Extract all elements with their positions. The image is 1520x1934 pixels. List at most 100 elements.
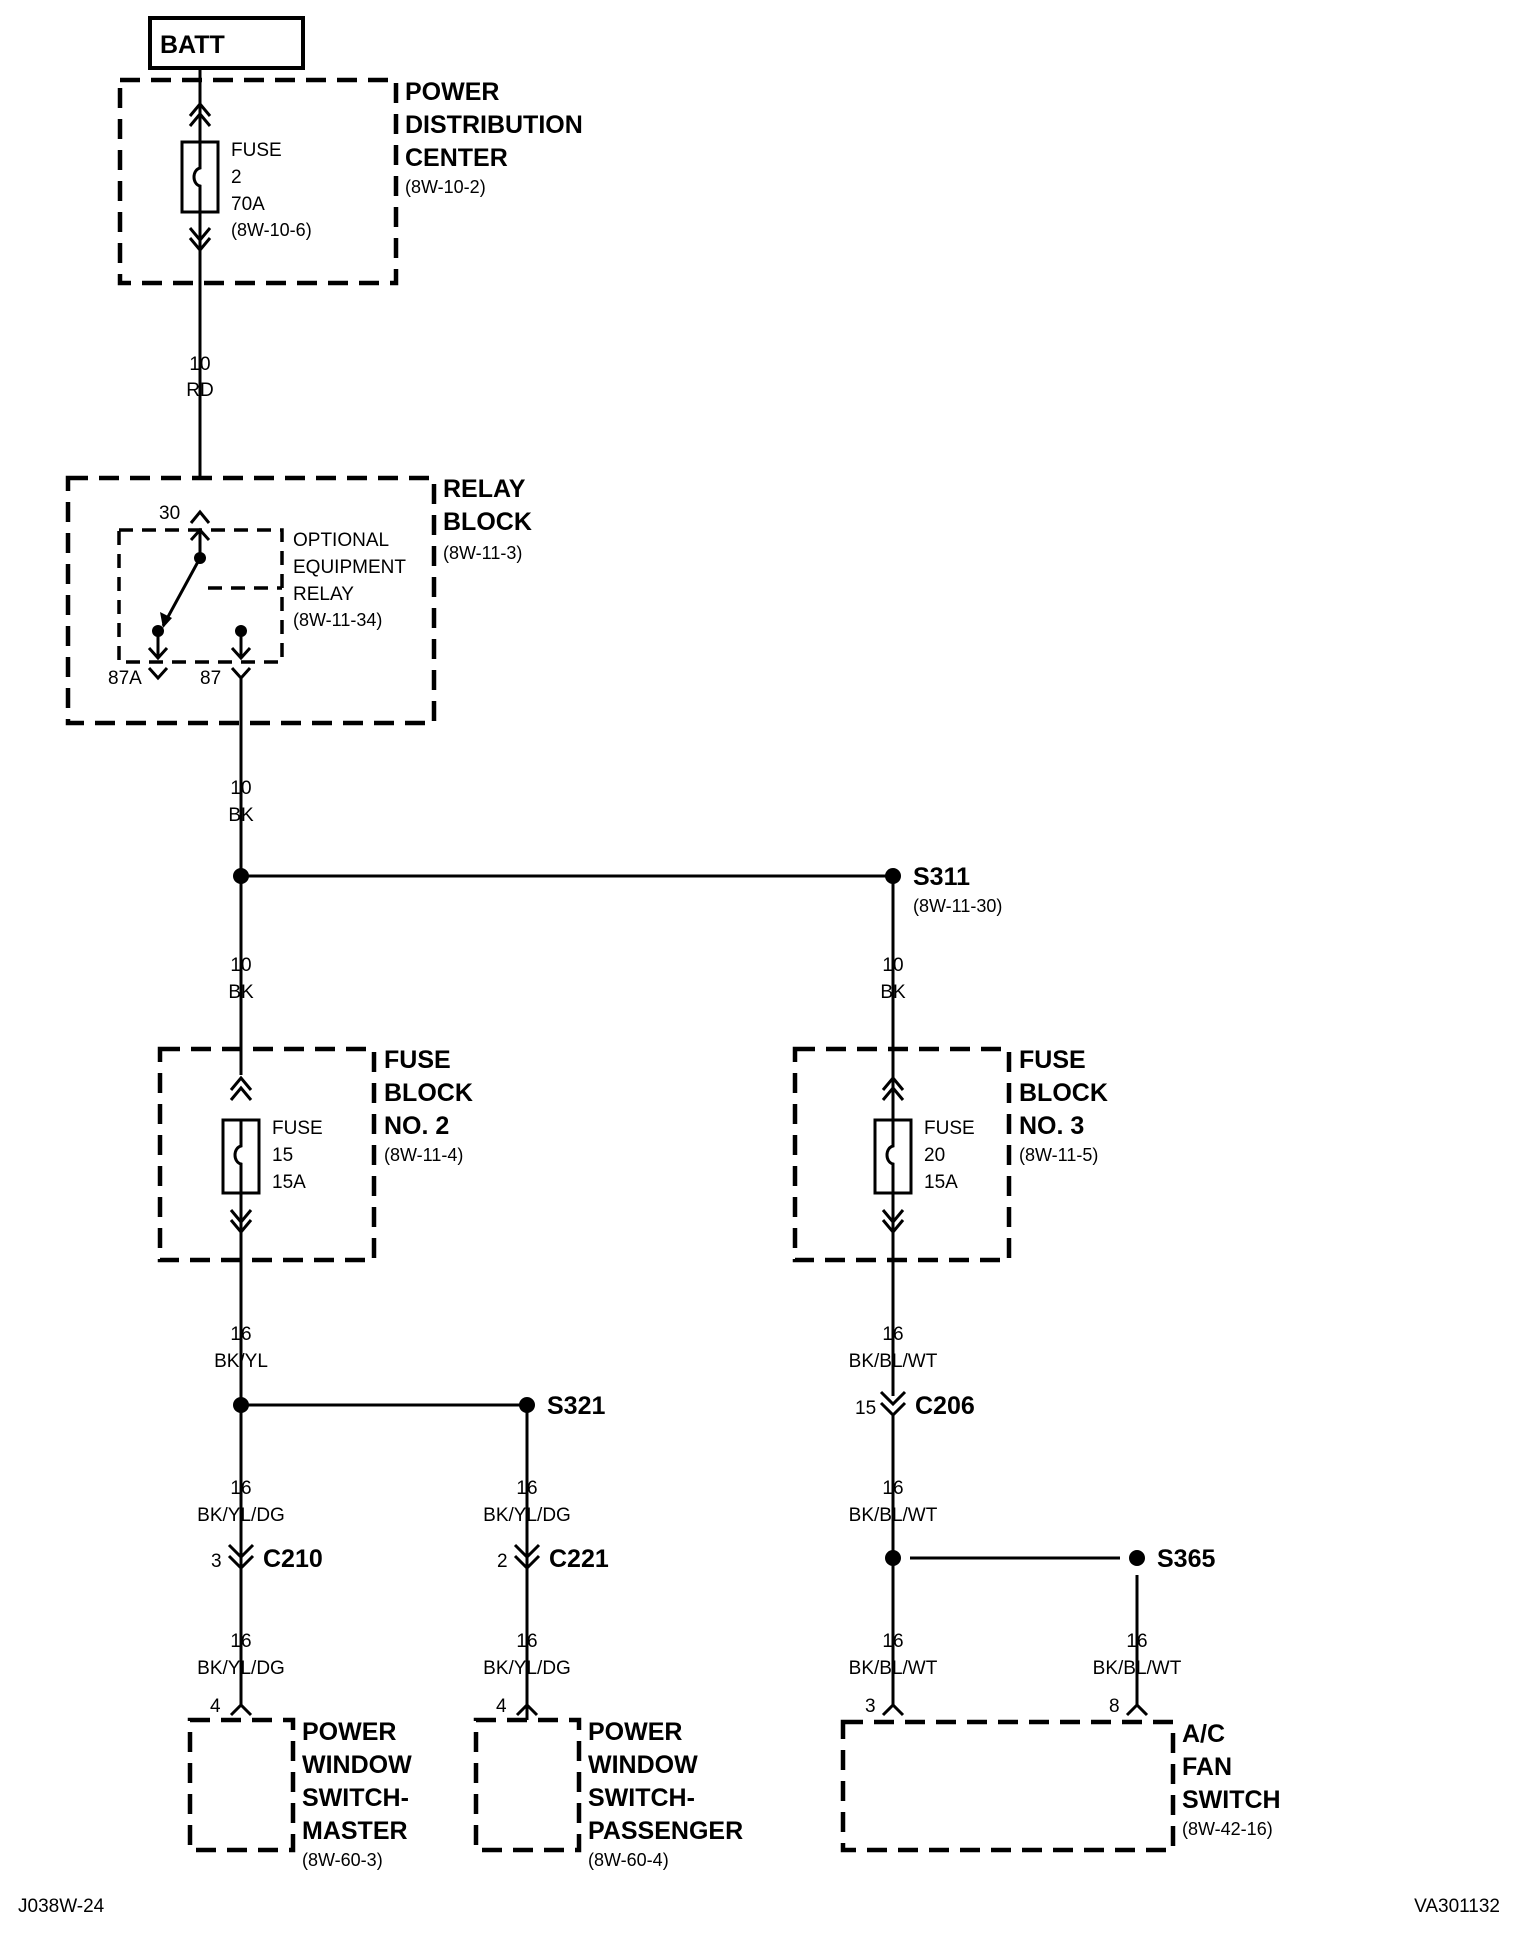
c206-label: C206 bbox=[915, 1392, 975, 1420]
batt-box bbox=[148, 16, 305, 70]
c210-pin: 3 bbox=[211, 1551, 222, 1572]
pdc-fuse-label: FUSE bbox=[231, 140, 282, 161]
pw-passenger-pin: 4 bbox=[496, 1696, 507, 1717]
pdc-fuse-ref: (8W-10-6) bbox=[231, 220, 312, 240]
relay-ref: (8W-11-34) bbox=[293, 610, 382, 630]
c221-label: C221 bbox=[549, 1545, 609, 1573]
wire-c206-out-gauge: 16 bbox=[882, 1478, 903, 1499]
fb2-fuse-number: 15 bbox=[272, 1145, 293, 1166]
pdc-fuse-in-arrow bbox=[188, 101, 212, 127]
fb3-fuse-rating: 15A bbox=[924, 1172, 958, 1193]
fb3-name-2: BLOCK bbox=[1019, 1079, 1108, 1107]
wire-fb3-out-color: BK/BL/WT bbox=[849, 1351, 938, 1372]
arrow-87a-out bbox=[147, 646, 169, 661]
pw-master-name-3: SWITCH- bbox=[302, 1784, 409, 1812]
pin-87-connector bbox=[230, 666, 252, 681]
pw-master-pin: 4 bbox=[210, 1696, 221, 1717]
pdc-fuse-element bbox=[192, 142, 202, 212]
pw-passenger-name-1: POWER bbox=[588, 1718, 682, 1746]
s311-ref: (8W-11-30) bbox=[913, 896, 1002, 916]
relay-name-2: EQUIPMENT bbox=[293, 557, 406, 578]
fb2-fuse-label: FUSE bbox=[272, 1118, 323, 1139]
batt-label: BATT bbox=[160, 31, 225, 59]
wire-c210-out-gauge: 16 bbox=[230, 1631, 251, 1652]
wire-c206-out-color: BK/BL/WT bbox=[849, 1505, 938, 1526]
fb3-name-3: NO. 3 bbox=[1019, 1112, 1084, 1140]
ac-fan-pin-8-connector bbox=[1125, 1702, 1149, 1717]
pin-30-connector bbox=[189, 509, 211, 524]
fuse-block-3-box bbox=[792, 1046, 1012, 1263]
fb2-name-2: BLOCK bbox=[384, 1079, 473, 1107]
fuse-block-2-box bbox=[157, 1046, 377, 1263]
pw-master-ref: (8W-60-3) bbox=[302, 1850, 383, 1870]
fb2-fuse-out-arrow bbox=[229, 1209, 253, 1235]
pin-87a-label: 87A bbox=[108, 668, 142, 689]
wire-87-color: BK bbox=[228, 805, 254, 826]
pw-master-name-1: POWER bbox=[302, 1718, 396, 1746]
pw-master-box bbox=[187, 1717, 296, 1853]
fb3-fuse-in-arrow bbox=[881, 1075, 905, 1101]
wire-label-gauge: 10 bbox=[189, 354, 210, 375]
pdc-name-3: CENTER bbox=[405, 144, 508, 172]
wire-s321-left-gauge: 16 bbox=[230, 1478, 251, 1499]
wire-s321-right-color: BK/YL/DG bbox=[483, 1505, 571, 1526]
pw-passenger-name-3: SWITCH- bbox=[588, 1784, 695, 1812]
pw-master-pin-connector bbox=[229, 1702, 253, 1717]
fb2-fuse-rating: 15A bbox=[272, 1172, 306, 1193]
s365-label: S365 bbox=[1157, 1545, 1215, 1573]
wire-87-gauge: 10 bbox=[230, 778, 251, 799]
ac-fan-name-3: SWITCH bbox=[1182, 1786, 1281, 1814]
c210-label: C210 bbox=[263, 1545, 323, 1573]
fb3-fuse-label: FUSE bbox=[924, 1118, 975, 1139]
pdc-fuse-out-arrow bbox=[188, 227, 212, 253]
relay-block-name-1: RELAY bbox=[443, 475, 526, 503]
c221-pin: 2 bbox=[497, 1551, 508, 1572]
fb3-fuse-out-arrow bbox=[881, 1209, 905, 1235]
wire-c221-out-color: BK/YL/DG bbox=[483, 1658, 571, 1679]
pw-passenger-name-2: WINDOW bbox=[588, 1751, 698, 1779]
pin-87a-connector bbox=[147, 666, 169, 681]
wire-s321-left-color: BK/YL/DG bbox=[197, 1505, 285, 1526]
wire-fb3-in-gauge: 10 bbox=[882, 955, 903, 976]
wire-fb2-out-gauge: 16 bbox=[230, 1324, 251, 1345]
pdc-fuse-number: 2 bbox=[231, 167, 242, 188]
c221-connector-symbol bbox=[513, 1543, 541, 1571]
fb3-ref: (8W-11-5) bbox=[1019, 1145, 1098, 1165]
pw-passenger-pin-connector bbox=[515, 1702, 539, 1717]
fb3-fuse-number: 20 bbox=[924, 1145, 945, 1166]
relay-block-name-2: BLOCK bbox=[443, 508, 532, 536]
ac-fan-pin-8: 8 bbox=[1109, 1696, 1120, 1717]
wire-fb3-in-color: BK bbox=[880, 982, 906, 1003]
pw-passenger-name-4: PASSENGER bbox=[588, 1817, 743, 1845]
wire-s321-right-gauge: 16 bbox=[516, 1478, 537, 1499]
arrow-87-out bbox=[230, 646, 252, 661]
footer-left-code: J038W-24 bbox=[18, 1896, 105, 1917]
pdc-name-1: POWER bbox=[405, 78, 499, 106]
wire-s365-right-color: BK/BL/WT bbox=[1093, 1658, 1182, 1679]
wire-s365-right-gauge: 16 bbox=[1126, 1631, 1147, 1652]
relay-switch-arm bbox=[161, 557, 202, 627]
relay-name-3: RELAY bbox=[293, 584, 354, 605]
pw-passenger-box bbox=[473, 1717, 582, 1853]
pw-master-name-4: MASTER bbox=[302, 1817, 408, 1845]
ac-fan-box bbox=[840, 1719, 1176, 1853]
fb3-name-1: FUSE bbox=[1019, 1046, 1086, 1074]
pw-master-name-2: WINDOW bbox=[302, 1751, 412, 1779]
wire-c221-out-gauge: 16 bbox=[516, 1631, 537, 1652]
relay-name-1: OPTIONAL bbox=[293, 530, 389, 551]
fb3-fuse-element bbox=[885, 1120, 895, 1193]
s321-label: S321 bbox=[547, 1392, 605, 1420]
wire-s365-left-color: BK/BL/WT bbox=[849, 1658, 938, 1679]
pin-30-label: 30 bbox=[159, 503, 180, 524]
ac-fan-name-2: FAN bbox=[1182, 1753, 1232, 1781]
fb2-ref: (8W-11-4) bbox=[384, 1145, 463, 1165]
fb2-name-3: NO. 2 bbox=[384, 1112, 449, 1140]
wire-fb2-in-gauge: 10 bbox=[230, 955, 251, 976]
pdc-name-2: DISTRIBUTION bbox=[405, 111, 583, 139]
fb2-fuse-in-arrow bbox=[229, 1075, 253, 1101]
relay-block-ref: (8W-11-3) bbox=[443, 543, 522, 563]
s365-right-node bbox=[1129, 1550, 1145, 1566]
footer-right-code: VA301132 bbox=[1414, 1896, 1500, 1917]
wire-fb2-out-color: BK/YL bbox=[214, 1351, 268, 1372]
